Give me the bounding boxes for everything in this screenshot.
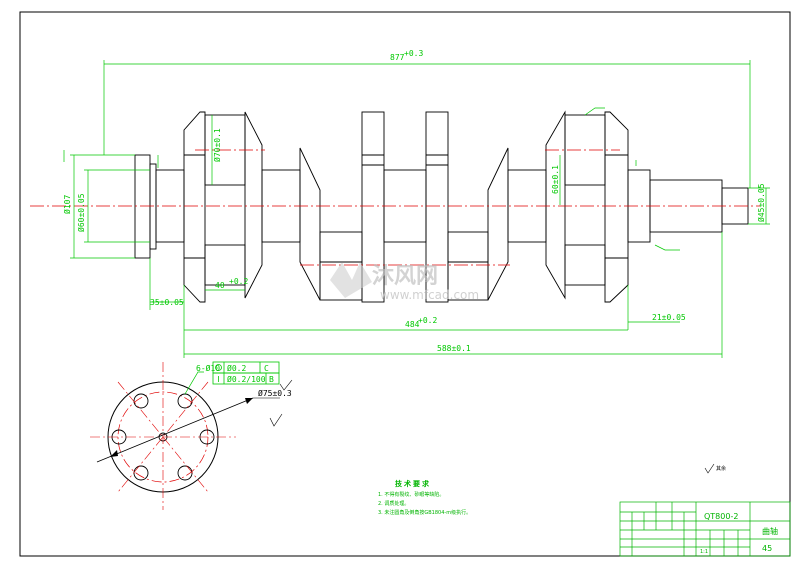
flange-dia-dim: Ø107 [62,195,72,214]
overall-length-dim: 877 [390,53,405,62]
hole-label: 6-Ø10 [196,363,220,373]
rear-end-dia-dim: Ø45±0.05 [756,183,766,222]
tech-req-title: 技术要求 [395,479,431,488]
flange-end-view: Ø75±0.3 6-Ø10 [90,362,292,510]
journals-span-tol: +0.2 [418,316,437,325]
crank-web-7 [545,110,566,300]
tech-req-item-3: 3. 未注圆角及倒角按GB1804-m级执行。 [378,509,471,516]
pin-length-tol: +0.2 [229,277,248,286]
watermark-logo-icon [330,262,372,298]
bolt-circle-dia: Ø75±0.3 [258,388,292,398]
crank-web-8 [604,111,629,303]
front-flange [134,154,151,259]
drawing-number: QT800-2 [704,512,738,521]
pin-length-dim: 40 [215,281,225,290]
crankshaft-body [134,110,749,303]
dimension-lines [63,60,770,358]
crank-web-5 [425,111,449,303]
perp-tol-datum: B [269,375,274,384]
technical-requirements: 技术要求 1. 不得有裂纹、砂眼等缺陷。 2. 调质处理。 3. 未注圆角及倒角… [378,479,471,516]
watermark-url: www.mfcad.com [380,288,479,302]
shoulder-offset-dim: 21±0.05 [652,313,686,322]
scale-value: 1:1 [700,549,708,555]
crank-web-2 [244,111,263,299]
bolt-hole [133,465,149,481]
position-tol-datum: C [264,364,269,373]
main-journal-dia-dim: Ø60±0.05 [76,193,86,232]
roughness-note: 其余 [716,465,726,472]
tech-req-item-2: 2. 调质处理。 [378,500,409,507]
title-block [619,501,791,557]
watermark: 沐风网 www.mfcad.com [330,262,479,302]
crank-web-6 [487,147,509,301]
tech-req-item-1: 1. 不得有裂纹、砂眼等缺陷。 [378,491,444,498]
crank-web-3 [299,147,321,301]
bolt-hole [177,465,193,481]
flange-offset-dim: 35±0.05 [150,298,184,307]
crank-web-1 [183,111,206,303]
overall-length-tol: +0.3 [404,49,423,58]
total-span-dim: 588±0.1 [437,344,471,353]
position-tol-value: Ø0.2 [227,363,246,373]
journals-span-dim: 484 [405,320,420,329]
tolerance-frames [212,361,280,385]
watermark-logo-text: 沐风网 [372,264,438,289]
roughness-symbols [269,379,715,474]
material-value: 45 [762,544,772,553]
part-name: 曲轴 [762,526,778,536]
perp-tol-value: Ø0.2/100 [227,374,266,384]
centerlines [30,149,760,266]
dimension-texts: 877 +0.3 Ø107 Ø60±0.05 Ø70±0.1 60±0.1 Ø4… [62,49,766,353]
crankpin-dia-dim: Ø70±0.1 [212,128,222,162]
gear-journal-dia-dim: 60±0.1 [551,165,560,194]
bolt-hole [133,393,149,409]
sheet-border [19,11,791,557]
